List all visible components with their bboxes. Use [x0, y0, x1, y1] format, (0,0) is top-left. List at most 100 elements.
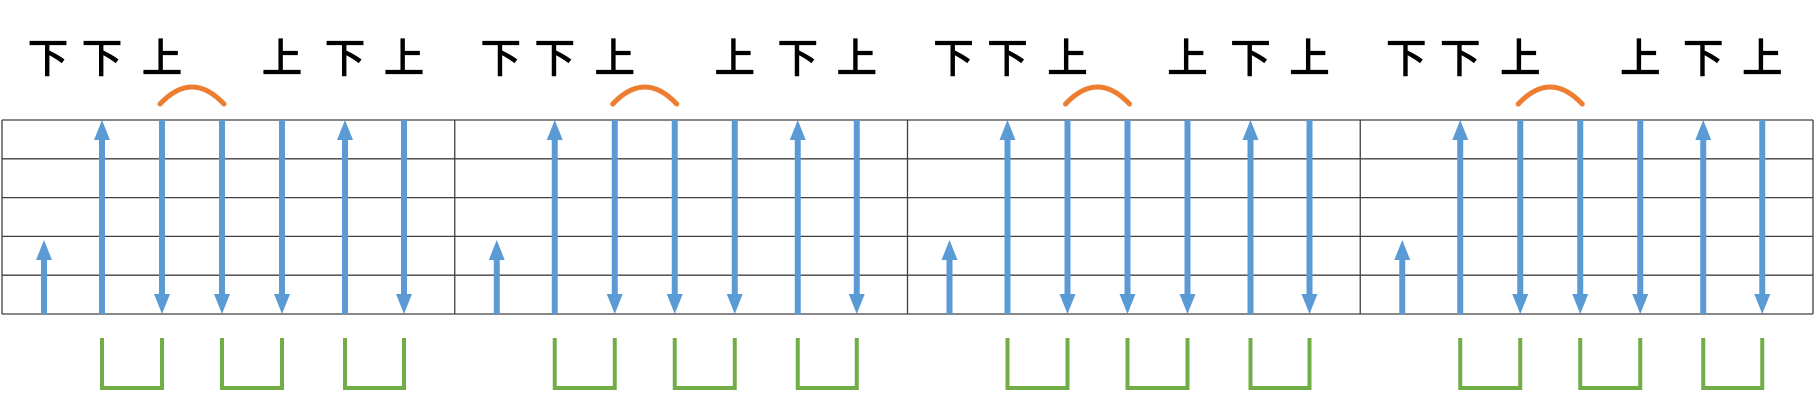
arrow-head: [1572, 294, 1589, 314]
stroke-label: 下: [1683, 36, 1723, 82]
stroke-label: 下: [1386, 36, 1426, 82]
down-stroke-arrow: [274, 120, 290, 314]
down-stroke-arrow: [1301, 120, 1318, 314]
arrow-head: [337, 120, 353, 140]
down-stroke-arrow: [1754, 120, 1771, 314]
arrow-head: [999, 120, 1016, 140]
up-stroke-arrow: [789, 120, 806, 314]
arrow-head: [274, 294, 290, 314]
arrow-head: [154, 294, 170, 314]
beat-bracket: [220, 338, 284, 390]
stroke-label: 上: [1500, 36, 1540, 82]
arrow-shaft: [1637, 120, 1644, 295]
stroke-label: 下: [481, 36, 521, 82]
stroke-label: 上: [1742, 36, 1782, 82]
arrow-shaft: [731, 120, 738, 295]
down-stroke-arrow: [606, 120, 623, 314]
arrow-shaft: [853, 120, 860, 295]
arrow-shaft: [279, 120, 285, 295]
arrow-head: [214, 294, 230, 314]
stroke-label: 上: [1620, 36, 1660, 82]
arrow-shaft: [551, 139, 558, 314]
arrow-shaft: [1124, 120, 1131, 295]
down-stroke-arrow: [154, 120, 170, 314]
arrow-head: [36, 240, 52, 260]
arrow-shaft: [1306, 120, 1313, 295]
tie-slur: [1515, 84, 1585, 107]
up-stroke-arrow: [94, 120, 110, 314]
arrow-head: [1242, 120, 1259, 140]
arrow-head: [606, 294, 623, 314]
up-stroke-arrow: [1394, 240, 1411, 314]
tie-slur: [157, 84, 227, 107]
arrow-shaft: [1457, 139, 1464, 314]
beat-bracket: [795, 338, 859, 390]
arrow-shaft: [1004, 139, 1011, 314]
up-stroke-arrow: [36, 240, 52, 314]
arrow-shaft: [219, 120, 225, 295]
down-stroke-arrow: [214, 120, 230, 314]
arrow-shaft: [159, 120, 165, 295]
arrow-head: [1512, 294, 1529, 314]
stroke-label: 上: [1290, 36, 1330, 82]
arrow-head: [666, 294, 683, 314]
arrow-head: [726, 294, 743, 314]
up-stroke-arrow: [337, 120, 353, 314]
stroke-label: 下: [778, 36, 818, 82]
arrow-shaft: [41, 259, 47, 314]
down-stroke-arrow: [1572, 120, 1589, 314]
beat-bracket: [1458, 338, 1523, 390]
arrow-head: [789, 120, 806, 140]
arrow-shaft: [342, 139, 348, 314]
beat-bracket: [1005, 338, 1070, 390]
arrow-head: [1452, 120, 1469, 140]
arrow-head: [1301, 294, 1318, 314]
up-stroke-arrow: [941, 240, 958, 314]
up-stroke-arrow: [1452, 120, 1469, 314]
arrow-head: [1394, 240, 1411, 260]
stroke-label: 上: [1048, 36, 1088, 82]
down-stroke-arrow: [1059, 120, 1076, 314]
up-stroke-arrow: [488, 240, 505, 314]
down-stroke-arrow: [1119, 120, 1136, 314]
up-stroke-arrow: [999, 120, 1016, 314]
beat-bracket: [1248, 338, 1312, 390]
arrow-shaft: [99, 139, 105, 314]
stroke-label: 下: [1440, 36, 1480, 82]
down-stroke-arrow: [1632, 120, 1649, 314]
arrow-shaft: [946, 259, 953, 314]
stroke-label: 下: [934, 36, 974, 82]
beat-bracket: [1578, 338, 1643, 390]
down-stroke-arrow: [848, 120, 865, 314]
arrow-head: [1119, 294, 1136, 314]
arrow-head: [396, 294, 412, 314]
arrow-head: [1632, 294, 1649, 314]
arrow-head: [488, 240, 505, 260]
up-stroke-arrow: [1695, 120, 1712, 314]
stroke-label: 上: [384, 36, 424, 82]
beat-bracket: [1125, 338, 1190, 390]
measure: 下下上上下上: [934, 36, 1330, 390]
arrow-head: [941, 240, 958, 260]
stroke-label: 上: [262, 36, 302, 82]
arrow-shaft: [1700, 139, 1707, 314]
arrow-head: [848, 294, 865, 314]
arrow-shaft: [611, 120, 618, 295]
arrow-shaft: [493, 259, 500, 314]
down-stroke-arrow: [726, 120, 743, 314]
measures: 下下上上下上下下上上下上下下上上下上下下上上下上: [28, 36, 1782, 390]
stroke-label: 下: [82, 36, 122, 82]
beat-bracket: [343, 338, 406, 390]
arrow-head: [1179, 294, 1196, 314]
arrow-head: [1695, 120, 1712, 140]
arrow-head: [94, 120, 110, 140]
stroke-label: 下: [988, 36, 1028, 82]
beat-bracket: [672, 338, 737, 390]
arrow-head: [546, 120, 563, 140]
arrow-shaft: [794, 139, 801, 314]
stroke-label: 上: [1168, 36, 1208, 82]
arrow-shaft: [1577, 120, 1584, 295]
arrow-shaft: [1064, 120, 1071, 295]
down-stroke-arrow: [396, 120, 412, 314]
